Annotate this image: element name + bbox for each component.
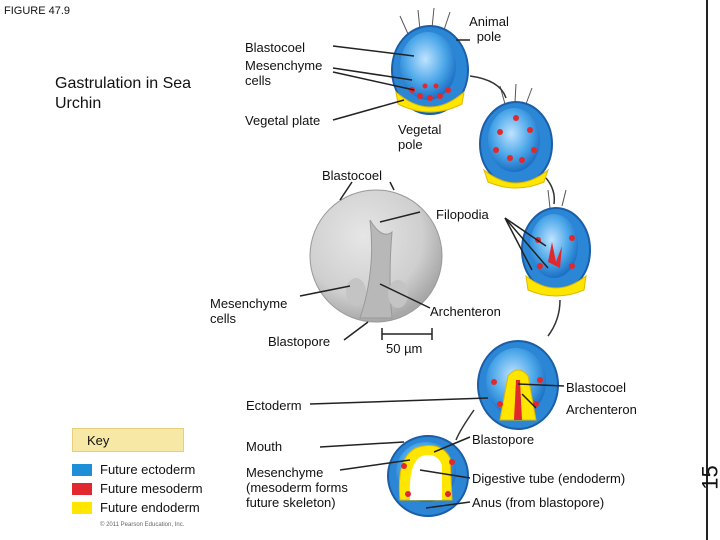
figure-label: FIGURE 47.9 (4, 5, 71, 17)
label-vegetal-plate: Vegetal plate (245, 113, 321, 128)
label-blastopore-1: Blastopore (268, 334, 331, 349)
page-sidebar (706, 0, 720, 540)
key-swatch-mesoderm (72, 483, 92, 495)
page-number: 15 (697, 465, 720, 490)
key-label-mesoderm: Future mesoderm (100, 481, 203, 496)
label-archenteron-2: Archenteron (566, 402, 637, 417)
key-label-endoderm: Future endoderm (100, 500, 200, 515)
label-anus: Anus (from blastopore) (472, 495, 605, 510)
label-blastocoel-3: Blastocoel (566, 380, 626, 395)
label-filopodia: Filopodia (436, 207, 489, 222)
stage-arrows (455, 75, 561, 441)
key-label-ectoderm: Future ectoderm (100, 462, 196, 477)
embryo-mid-gastrula (521, 189, 591, 297)
micrograph (309, 189, 443, 323)
label-digestive-tube: Digestive tube (endoderm) (472, 471, 626, 486)
key-swatch-endoderm (72, 502, 92, 514)
label-blastopore-2: Blastopore (472, 432, 535, 447)
label-ectoderm: Ectoderm (246, 398, 302, 413)
label-mesenchyme-cells-2: Mesenchyme cells (210, 296, 288, 326)
label-vegetal-pole: Vegetal pole (398, 122, 442, 152)
embryo-late-gastrula (477, 340, 559, 430)
label-archenteron-1: Archenteron (430, 304, 501, 319)
label-blastocoel-2: Blastocoel (322, 168, 382, 183)
key-swatch-ectoderm (72, 464, 92, 476)
copyright: © 2011 Pearson Education, Inc. (100, 522, 185, 528)
scale-bar-label: 50 µm (386, 341, 423, 356)
label-mesenchyme-skeleton: Mesenchyme (mesoderm forms future skelet… (246, 465, 348, 510)
embryo-early-gastrula (479, 83, 553, 189)
key-header: Key (72, 428, 184, 452)
figure-title: Gastrulation in Sea Urchin (55, 75, 192, 112)
embryo-prism-larva (387, 435, 469, 517)
label-animal-pole: Animal pole (469, 14, 509, 44)
label-blastocoel-1: Blastocoel (245, 40, 305, 55)
embryo-blastula (391, 7, 469, 115)
label-leader-lines (299, 39, 565, 509)
label-mouth: Mouth (246, 439, 283, 454)
label-mesenchyme-cells-1: Mesenchyme cells (245, 58, 323, 88)
